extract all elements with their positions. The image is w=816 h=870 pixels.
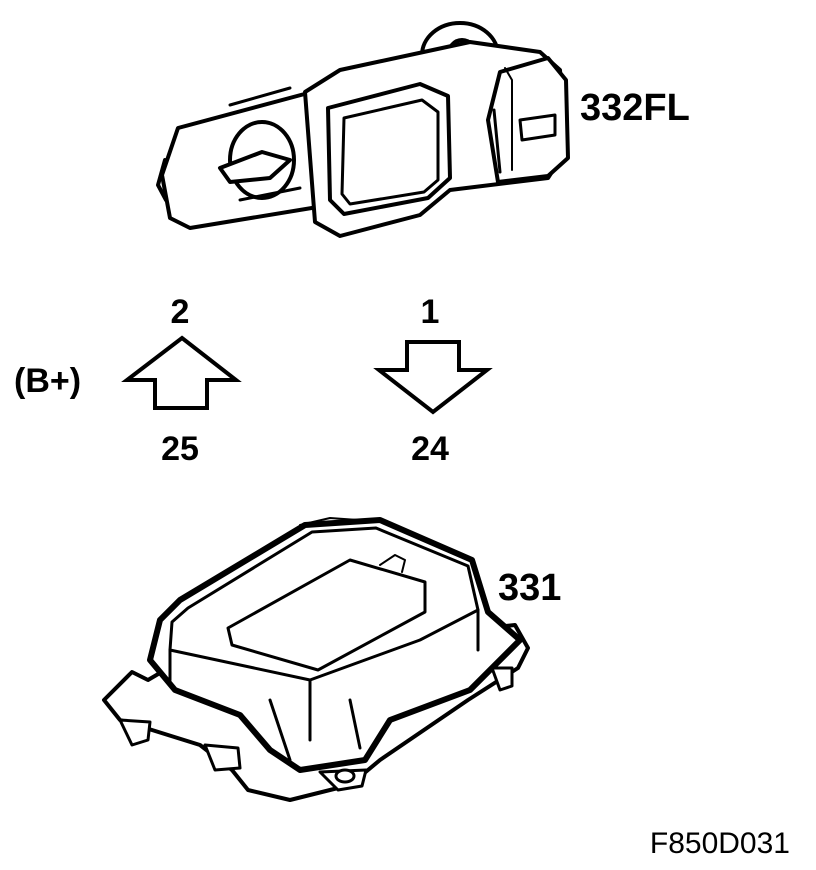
down-arrow-bottom-pin: 24 (411, 430, 449, 468)
arrow-down-icon (373, 340, 493, 415)
arrow-up-icon (121, 335, 242, 410)
control-module-331-illustration (102, 517, 530, 802)
signal-up: 2 25 (B+) (14, 293, 242, 468)
sensor-332fl-illustration (156, 21, 570, 238)
b-plus-note: (B+) (14, 362, 81, 400)
down-arrow-top-pin: 1 (421, 293, 440, 331)
up-arrow-top-pin: 2 (171, 293, 190, 331)
control-module-label: 331 (498, 567, 561, 609)
up-arrow-bottom-pin: 25 (161, 430, 199, 468)
signal-down: 1 24 (373, 293, 493, 468)
sensor-label: 332FL (580, 87, 690, 129)
figure-code: F850D031 (650, 827, 790, 860)
